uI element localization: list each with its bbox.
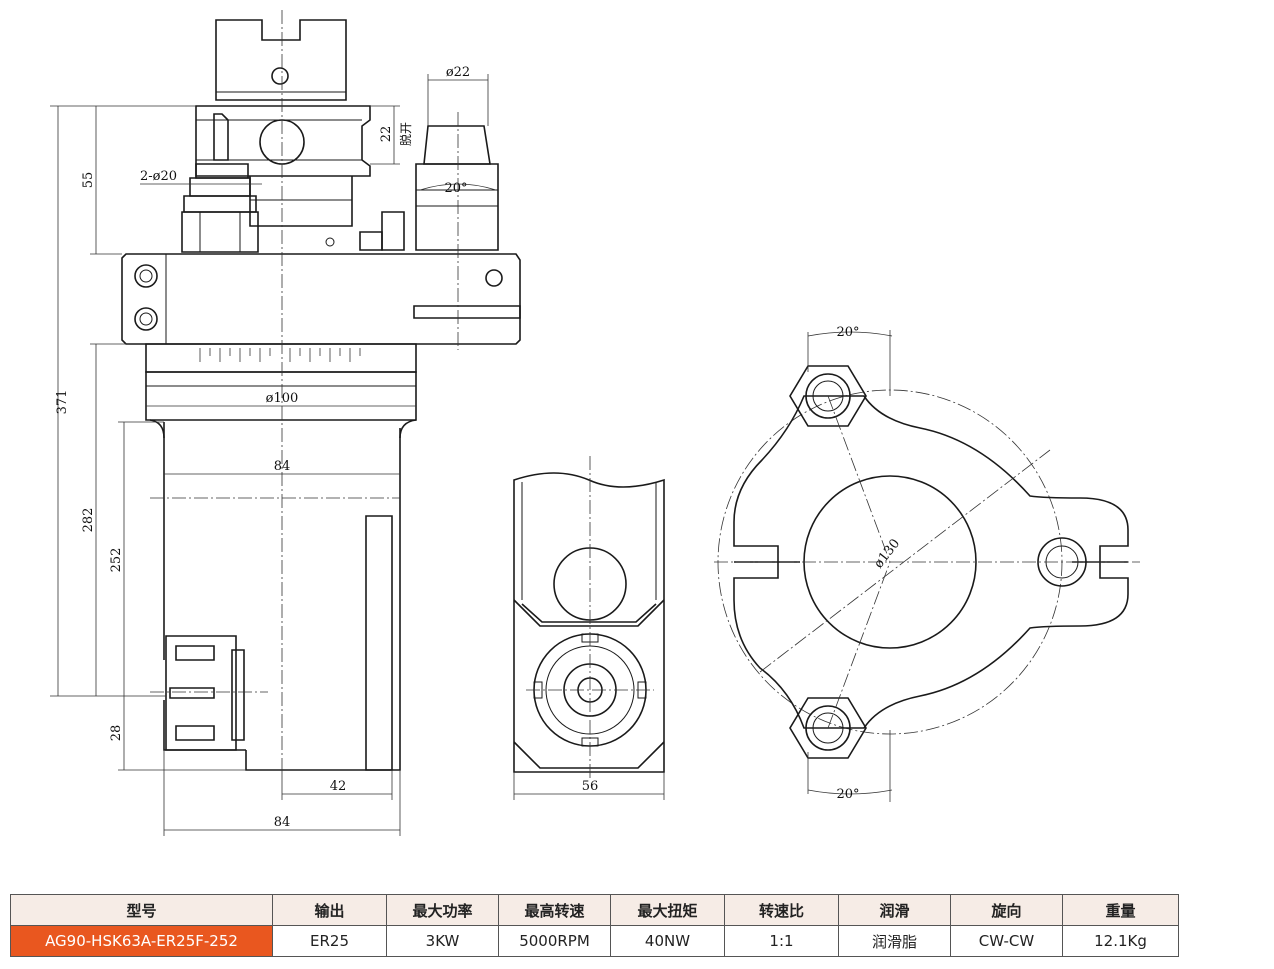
value-max-power: 3KW <box>386 925 499 957</box>
spec-value-row: AG90-HSK63A-ER25F-252 ER25 3KW 5000RPM 4… <box>10 925 1179 957</box>
dim-252: 252 <box>109 548 124 573</box>
dim-2-d20: 2-ø20 <box>140 169 177 184</box>
dim-28: 28 <box>109 725 124 742</box>
dim-22: 22 <box>379 126 394 143</box>
header-ratio: 转速比 <box>724 894 839 926</box>
dim-84-bottom: 84 <box>274 815 291 830</box>
header-lubrication: 润滑 <box>838 894 951 926</box>
value-max-speed: 5000RPM <box>498 925 611 957</box>
dim-20deg-right-top: 20° <box>836 325 859 340</box>
value-ratio: 1:1 <box>724 925 839 957</box>
top-view: 20° 20° ø130 <box>714 325 1140 802</box>
value-rotation: CW-CW <box>950 925 1063 957</box>
spec-table: 型号 输出 最大功率 最高转速 最大扭矩 转速比 润滑 旋向 重量 AG90-H… <box>10 894 1179 957</box>
value-output: ER25 <box>272 925 387 957</box>
dim-84-top: 84 <box>274 459 291 474</box>
technical-drawing: 371 55 282 252 28 2-ø20 ø22 22 脱开 20° <box>50 10 1140 836</box>
header-weight: 重量 <box>1062 894 1179 926</box>
header-max-torque: 最大扭矩 <box>610 894 725 926</box>
header-output: 输出 <box>272 894 387 926</box>
spec-header-row: 型号 输出 最大功率 最高转速 最大扭矩 转速比 润滑 旋向 重量 <box>10 894 1179 926</box>
front-view <box>121 10 521 771</box>
value-weight: 12.1Kg <box>1062 925 1179 957</box>
dim-282: 282 <box>81 508 96 533</box>
dim-42: 42 <box>330 779 347 794</box>
header-rotation: 旋向 <box>950 894 1063 926</box>
stroke-label: 脱开 <box>398 122 413 146</box>
dim-371: 371 <box>55 390 70 415</box>
side-view: 56 <box>513 456 665 800</box>
dim-20deg-right-bottom: 20° <box>836 787 859 802</box>
dim-d22: ø22 <box>446 65 470 80</box>
header-max-speed: 最高转速 <box>498 894 611 926</box>
dim-55: 55 <box>81 172 96 189</box>
dim-d100: ø100 <box>266 391 299 406</box>
dim-20deg-top: 20° <box>444 181 467 196</box>
value-model: AG90-HSK63A-ER25F-252 <box>10 925 273 957</box>
front-view-dimensions: 371 55 282 252 28 2-ø20 ø22 22 脱开 20° <box>50 65 497 836</box>
header-model: 型号 <box>10 894 273 926</box>
value-lubrication: 润滑脂 <box>838 925 951 957</box>
dim-56: 56 <box>582 779 599 794</box>
header-max-power: 最大功率 <box>386 894 499 926</box>
dim-d130: ø130 <box>871 536 903 571</box>
value-max-torque: 40NW <box>610 925 725 957</box>
